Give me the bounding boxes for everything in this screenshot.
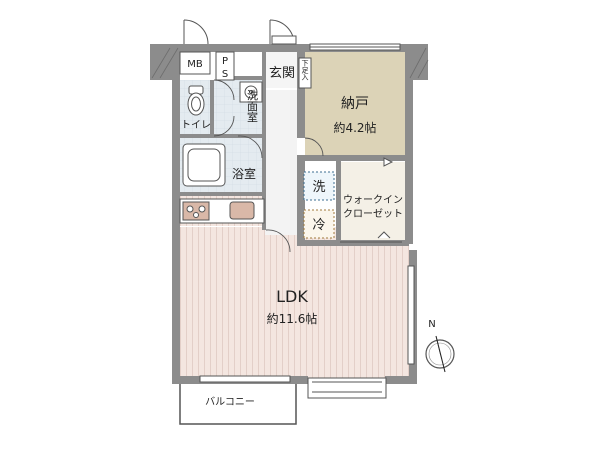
washroom-label: 洗面室 xyxy=(246,89,259,122)
hall-floor xyxy=(265,90,297,235)
shoe-box xyxy=(298,57,312,89)
balcony-floor xyxy=(182,382,294,424)
compass: N xyxy=(425,319,455,373)
ps-label-p: P xyxy=(222,56,228,67)
balcony-outline xyxy=(179,384,297,425)
closet-floor xyxy=(340,162,405,242)
bathtub xyxy=(182,143,226,187)
fridge-label: 冷 xyxy=(312,218,325,233)
kitchen-counter xyxy=(179,198,265,224)
bay-window xyxy=(307,377,387,399)
entrance-doors xyxy=(183,19,297,45)
compass-north-label: N xyxy=(428,319,435,330)
storage-size-label: 約4.2帖 xyxy=(333,120,376,135)
toilet-label: トイレ xyxy=(181,120,211,131)
wall-hatch xyxy=(151,47,429,79)
shoe-box-label: 下足入 xyxy=(301,60,309,81)
interior-doors xyxy=(213,79,324,253)
ldk-floor-lower xyxy=(180,227,274,241)
toilet-fixture xyxy=(187,85,205,116)
ps-box xyxy=(215,51,235,81)
entrance-label: 玄関 xyxy=(269,66,295,81)
balcony-label: バルコニー xyxy=(205,396,255,408)
fridge-space xyxy=(303,209,335,239)
storage-floor xyxy=(305,52,405,156)
closet-label-1: ウォークイン xyxy=(343,194,403,206)
washbasin xyxy=(239,81,263,103)
washer-space xyxy=(303,171,335,201)
ps-label-s: S xyxy=(222,69,228,80)
closet-doors xyxy=(340,157,402,243)
ldk-label: LDK xyxy=(276,287,308,306)
bath-label: 浴室 xyxy=(232,166,256,181)
closet-label-2: クローゼット xyxy=(343,208,403,220)
washer-label: 洗 xyxy=(312,180,325,195)
ldk-floor xyxy=(180,227,409,378)
windows xyxy=(199,43,415,383)
mb-label: MB xyxy=(187,59,203,70)
storage-label: 納戸 xyxy=(341,96,369,112)
mb-box xyxy=(179,51,211,75)
ldk-size-label: 約11.6帖 xyxy=(267,311,318,326)
